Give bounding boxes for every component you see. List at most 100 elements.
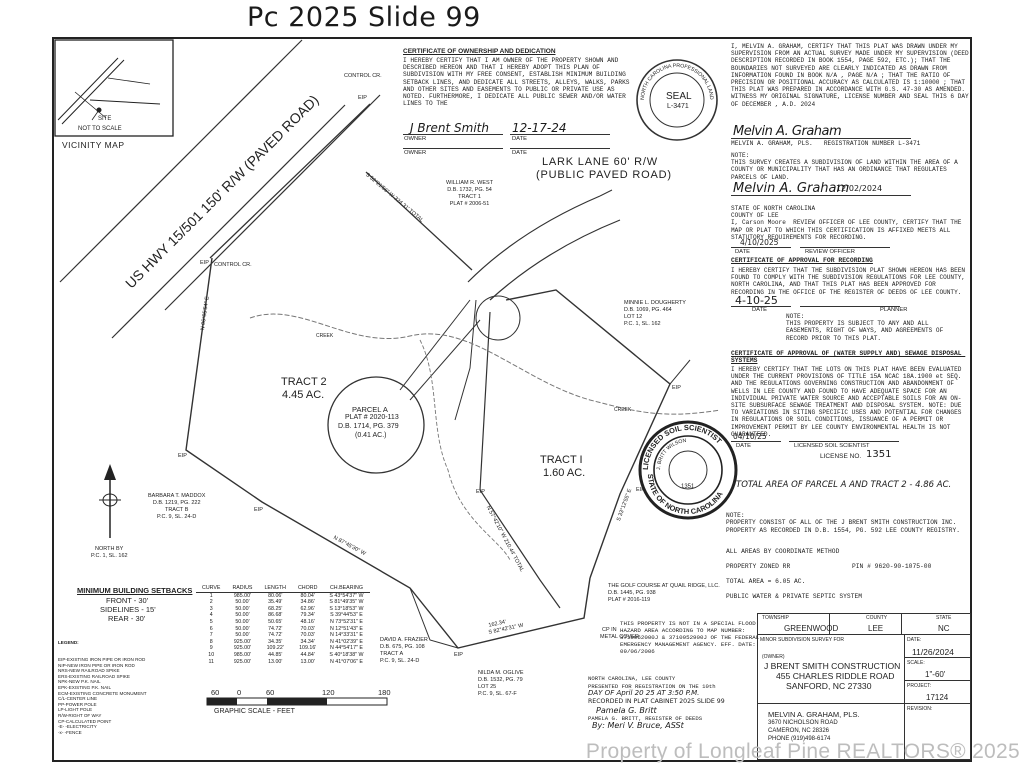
north-arrow-icon	[99, 464, 121, 538]
cp-metal-cover-2: METAL COVER	[600, 634, 639, 640]
owner-tag: (OWNER)	[762, 654, 785, 660]
graphic-scale-bar	[206, 697, 388, 706]
lark-lane-label-2: (PUBLIC PAVED ROAD)	[536, 169, 672, 181]
tract-2-label: TRACT 2	[281, 376, 327, 388]
approval-recording-title: CERTIFICATE OF APPROVAL FOR RECORDING	[731, 257, 873, 264]
legend-item: NIP-NEW IRON PIPE OR IRON ROD	[58, 662, 135, 668]
scale-tick: 60	[266, 688, 275, 697]
legend-item: NRS-NEW RAILROAD SPIKE	[58, 668, 120, 674]
curve-table-cell: 1	[209, 592, 213, 599]
curve-table-cell: 109.16'	[299, 645, 317, 652]
curve-table-header: RADIUS	[226, 585, 259, 593]
creek-label: CREEK	[316, 333, 334, 339]
eip-label: EIP	[358, 95, 367, 101]
license-no-value: 1351	[866, 449, 892, 460]
legend-item: ERS-EXISTING RAILROAD SPIKE	[58, 673, 130, 679]
total-area-note: TOTAL AREA = 6.05 AC.	[726, 578, 806, 585]
curve-table-cell: 5	[209, 618, 213, 625]
revision-label: REVISION:	[907, 706, 933, 712]
zoning-note: PROPERTY ZONED RR	[726, 563, 791, 570]
flood-note: THIS PROPERTY IS NOT IN A SPECIAL FLOOD …	[620, 620, 763, 655]
easement-note: NOTE: THIS PROPERTY IS SUBJECT TO ANY AN…	[786, 313, 944, 342]
curve-table-cell: 13.00'	[268, 658, 283, 665]
curve-table-cell: 50.00'	[235, 625, 250, 632]
eip-label: EIP	[636, 487, 645, 493]
project-label: PROJECT:	[907, 683, 932, 689]
water-supply-body: I HEREBY CERTIFY THAT THE LOTS ON THIS P…	[731, 366, 966, 438]
surveyor-signature-line: MELVIN A. GRAHAM, PLS. REGISTRATION NUMB…	[731, 140, 921, 147]
soil-scientist-seal: LICENSED SOIL SCIENTIST STATE OF NORTH C…	[638, 420, 738, 520]
curve-table-cell: 50.00'	[235, 599, 250, 606]
approval-recording-body: I HEREBY CERTIFY THAT THE SUBDIVISION PL…	[731, 267, 969, 296]
curve-table-cell: N 14°33'31" E	[329, 632, 363, 639]
curve-table-cell: 86.68'	[268, 612, 283, 619]
curve-table-cell: 44.84'	[300, 651, 315, 658]
curve-table-cell: 79.34'	[300, 612, 315, 619]
curve-table-cell: 80.06'	[268, 592, 283, 599]
parcel-a-plat: PLAT # 2020-113	[345, 414, 399, 421]
eip-label: EIP	[178, 453, 187, 459]
adjoiner-golf-course: THE GOLF COURSE AT QUAIL RIDGE, LLC.D.B.…	[608, 583, 720, 603]
assistant-signature: By: Meri V. Bruce, ASSt	[592, 721, 684, 730]
registration-line-2: PRESENTED FOR REGISTRATION ON THE 10th	[588, 683, 716, 690]
curve-table-cell: 985.00'	[233, 592, 252, 599]
scale-value: 1"-60'	[925, 670, 946, 679]
curve-table-cell: 13.00'	[300, 658, 315, 665]
water-date-label: DATE	[736, 443, 752, 449]
ownership-body: I HEREBY CERTIFY THAT I AM OWNER OF THE …	[403, 57, 634, 108]
project-value: 17124	[926, 693, 949, 702]
planner-label: PLANNER	[880, 307, 908, 313]
curve-table-header: LENGTH	[258, 585, 292, 593]
water-supply-date: 04/10/25	[733, 432, 767, 441]
firm-name: MELVIN A. GRAHAM, PLS.	[768, 710, 860, 719]
curve-table-cell: 4	[209, 612, 213, 619]
county-value: LEE	[868, 624, 884, 633]
date-value: 11/26/2024	[912, 647, 954, 657]
curve-table-cell: S 13°18'53" W	[329, 605, 364, 612]
curve-table-cell: 925.00'	[233, 645, 252, 652]
eip-label: EIP	[454, 652, 463, 658]
seal-number: L-3471	[667, 103, 689, 110]
registration-line-4: RECORDED IN PLAT CABINET 2025 SLIDE 99	[588, 698, 725, 705]
control-cr-label: CONTROL CR.	[214, 262, 252, 268]
curve-table-cell: 74.72'	[268, 625, 283, 632]
state-value: NC	[938, 624, 950, 633]
curve-table-cell: 70.03'	[300, 625, 315, 632]
coordinate-method-note: ALL AREAS BY COORDINATE METHOD	[726, 548, 840, 555]
surveyor-seal: NORTH CAROLINA PROFESSIONAL LAND SURVEYO…	[632, 55, 718, 141]
owner-signature: J Brent Smith	[410, 121, 489, 135]
registration-line-5: PAMELA G. BRITT, REGISTER OF DEEDS	[588, 715, 703, 722]
surveyor-certificate: I, MELVIN A. GRAHAM, CERTIFY THAT THIS P…	[731, 43, 973, 108]
lark-lane-label-1: LARK LANE 60' R/W	[542, 156, 658, 168]
curve-table-cell: 985.00'	[233, 651, 252, 658]
setbacks-title: MINIMUM BUILDING SETBACKS	[77, 586, 193, 595]
legend-item: CP-CALCULATED POINT	[58, 718, 112, 724]
curve-table-header: CURVE	[196, 585, 227, 593]
cp-metal-cover-1: CP IN	[602, 627, 617, 633]
curve-table-cell: 50.00'	[235, 612, 250, 619]
vicinity-map-frame	[54, 39, 174, 137]
scale-tick: 120	[322, 688, 335, 697]
parcel-a-area: (0.41 AC.)	[355, 432, 387, 439]
curve-table-cell: N 44°54'17" E	[329, 645, 363, 652]
curve-table-cell: 74.72'	[268, 632, 283, 639]
eip-label: EIP	[254, 507, 263, 513]
creek-line	[249, 313, 721, 415]
curve-table-cell: 50.00'	[235, 605, 250, 612]
legend-item: -x- -FENCE	[58, 729, 82, 735]
legend-item: -E- -ELECTRICITY	[58, 724, 97, 730]
ownership-title: CERTIFICATE OF OWNERSHIP AND DEDICATION	[403, 48, 556, 55]
tract-1-label: TRACT I	[540, 454, 583, 466]
legend-item: PP-POWER POLE	[58, 701, 97, 707]
curve-table-cell: N 73°52'31" E	[329, 618, 363, 625]
curve-table-cell: 35.49'	[268, 599, 283, 606]
owner-sign-date: 12-17-24	[512, 121, 567, 135]
owner-name: J BRENT SMITH CONSTRUCTION	[764, 661, 901, 671]
review-officer-date: 4/10/2025	[740, 238, 779, 247]
water-septic-note: PUBLIC WATER & PRIVATE SEPTIC SYSTEM	[726, 593, 863, 600]
